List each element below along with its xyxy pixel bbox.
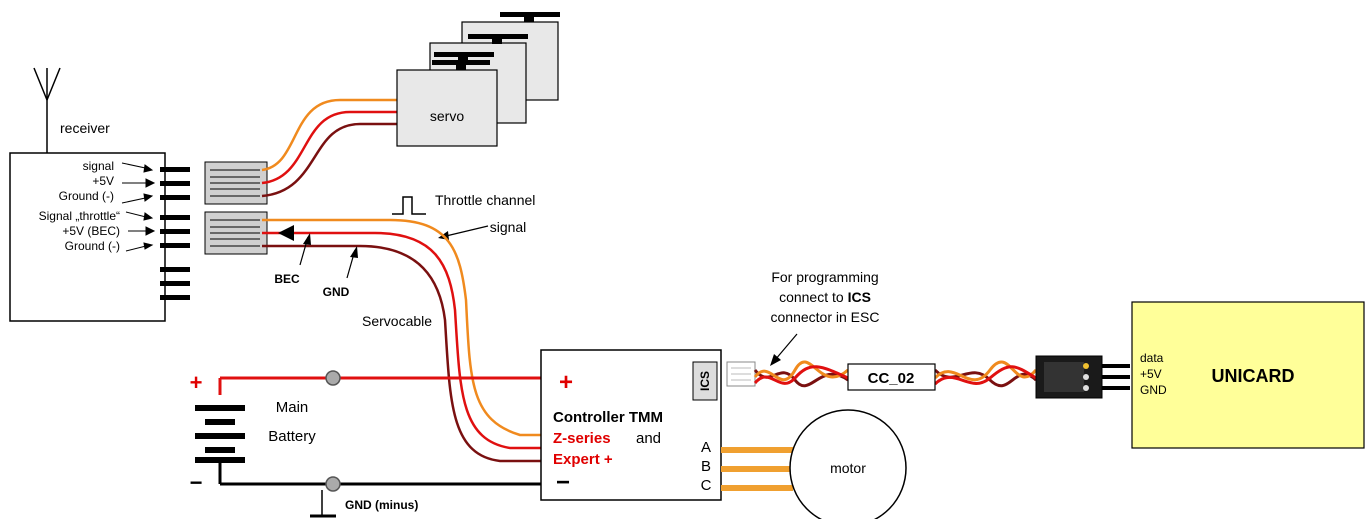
controller-and: and bbox=[636, 430, 661, 447]
throttle-label-line1: Throttle channel bbox=[435, 192, 535, 208]
programming-line1: For programming bbox=[771, 269, 878, 285]
cc02-label-box bbox=[847, 363, 936, 391]
unicard-pin-gnd: GND bbox=[1140, 383, 1167, 397]
battery-plus: + bbox=[190, 370, 203, 395]
ics-label: ICS bbox=[698, 371, 712, 391]
programming-plug bbox=[726, 361, 756, 387]
battery-label-line2: Battery bbox=[268, 428, 316, 445]
phase-b: B bbox=[701, 458, 711, 475]
controller-series: Z-series bbox=[553, 430, 611, 447]
servocable bbox=[262, 218, 541, 463]
servo-back-1 bbox=[434, 52, 494, 62]
programming-arrow bbox=[770, 333, 798, 366]
controller-title: Controller TMM bbox=[553, 409, 663, 426]
pin-label-signal: signal bbox=[83, 159, 114, 173]
gnd-label: GND bbox=[323, 285, 350, 299]
pin-label-ground: Ground (-) bbox=[59, 189, 114, 203]
servo-cable bbox=[261, 98, 397, 198]
phase-a: A bbox=[701, 439, 711, 456]
servo-plug bbox=[1035, 355, 1130, 399]
servocable-label: Servocable bbox=[362, 313, 432, 329]
controller: ICS + − Controller TMM Z-series and Expe… bbox=[540, 349, 722, 501]
pin-arrows bbox=[121, 162, 156, 252]
programming-line2: connect to ICS bbox=[779, 289, 871, 305]
pin-label-ground-2: Ground (-) bbox=[65, 239, 120, 253]
ics-port bbox=[692, 361, 718, 401]
receiver-label: receiver bbox=[60, 120, 110, 136]
motor-label: motor bbox=[830, 460, 866, 476]
cc02-cable bbox=[753, 360, 1038, 388]
cc02-label: CC_02 bbox=[868, 370, 915, 387]
receiver-pins bbox=[160, 167, 190, 300]
unicard-pin-data: data bbox=[1140, 351, 1164, 365]
throttle-label-line2: signal bbox=[490, 219, 527, 235]
controller-box bbox=[540, 349, 722, 501]
servo-stack: servo bbox=[396, 12, 560, 147]
servo-label: servo bbox=[430, 108, 464, 124]
battery-minus: − bbox=[190, 470, 203, 495]
battery-label-line1: Main bbox=[276, 399, 309, 416]
controller-minus: − bbox=[556, 469, 570, 496]
receiver-box bbox=[9, 152, 166, 322]
controller-expert: Expert + bbox=[553, 451, 613, 468]
receiver-pin-labels: signal +5V Ground (-) Signal „throttle“ … bbox=[39, 159, 120, 253]
controller-plus: + bbox=[559, 369, 573, 396]
programming-line3: connector in ESC bbox=[771, 309, 880, 325]
pin-label-5v-bec: +5V (BEC) bbox=[62, 224, 120, 238]
ground-label: GND (minus) bbox=[345, 498, 418, 512]
unicard-box bbox=[1131, 301, 1365, 449]
wire-arrows bbox=[278, 225, 358, 279]
pin-label-5v: +5V bbox=[92, 174, 114, 188]
plus-terminal-icon bbox=[325, 370, 341, 386]
ground-symbol-icon bbox=[310, 490, 336, 518]
pulse-signal-icon bbox=[392, 196, 426, 215]
bec-label: BEC bbox=[274, 272, 300, 286]
unicard-pin-5v: +5V bbox=[1140, 367, 1162, 381]
motor bbox=[789, 409, 907, 519]
bec-arrowhead-icon bbox=[278, 225, 294, 241]
battery: + − Main Battery bbox=[190, 370, 541, 495]
unicard-title: UNICARD bbox=[1212, 366, 1295, 386]
phase-c: C bbox=[701, 477, 712, 494]
pin-label-throttle: Signal „throttle“ bbox=[39, 209, 120, 223]
minus-terminal-icon bbox=[325, 476, 341, 492]
antenna-icon bbox=[33, 67, 61, 153]
throttle-connector bbox=[204, 211, 268, 255]
servo-connector bbox=[204, 161, 268, 205]
motor-wires bbox=[721, 447, 793, 491]
servo-front bbox=[396, 60, 498, 147]
